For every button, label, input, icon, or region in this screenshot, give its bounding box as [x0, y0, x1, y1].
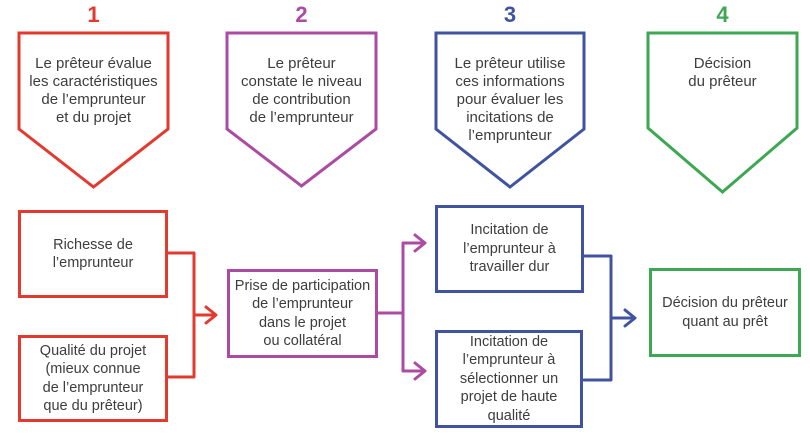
stage-2-label: Le prêteur constate le niveau de contrib…: [241, 55, 362, 126]
box-project-quality-label: Qualité du projet (mieux connue de l’emp…: [39, 342, 147, 415]
stage-1-pentagon: [17, 31, 170, 189]
connector-red: [166, 251, 218, 379]
stage-1-label: Le prêteur évalue les caractéristiques d…: [29, 55, 158, 126]
box-participation-label: Prise de participation de l’emprunteur d…: [234, 277, 371, 350]
connector-purple: [376, 233, 427, 381]
stage-1-number: 1: [87, 2, 100, 27]
box-participation: Prise de participation de l’emprunteur d…: [227, 269, 378, 358]
stage-2-number: 2: [295, 2, 308, 27]
arrow-head: [623, 308, 637, 328]
stage-3-label: Le prêteur utilise ces informations pour…: [454, 55, 566, 144]
arrow-head: [413, 233, 427, 253]
box-incentive-project-quality-label: Incitation de l’emprunteur à sélectionne…: [459, 333, 559, 424]
arrow-head: [204, 305, 218, 325]
box-wealth-label: Richesse de l’emprunteur: [52, 236, 134, 272]
stage-3-number: 3: [503, 2, 517, 27]
stage-3-pentagon: [434, 31, 586, 189]
stage-4-pentagon: [646, 31, 799, 194]
box-incentive-hard-work: Incitation de l’emprunteur à travailler …: [435, 205, 584, 293]
connector-blue: [582, 254, 637, 382]
stage-2-pentagon: [225, 31, 378, 188]
box-wealth: Richesse de l’emprunteur: [18, 210, 168, 298]
box-loan-decision: Décision du prêteur quant au prêt: [649, 268, 801, 357]
box-incentive-project-quality: Incitation de l’emprunteur à sélectionne…: [435, 330, 583, 428]
box-loan-decision-label: Décision du prêteur quant au prêt: [662, 295, 788, 330]
arrow-head: [413, 361, 427, 381]
box-incentive-hard-work-label: Incitation de l’emprunteur à travailler …: [463, 222, 556, 276]
stage-4-number: 4: [716, 2, 729, 27]
stage-4-label: Décision du prêteur: [688, 55, 757, 90]
box-project-quality: Qualité du projet (mieux connue de l’emp…: [18, 335, 168, 422]
